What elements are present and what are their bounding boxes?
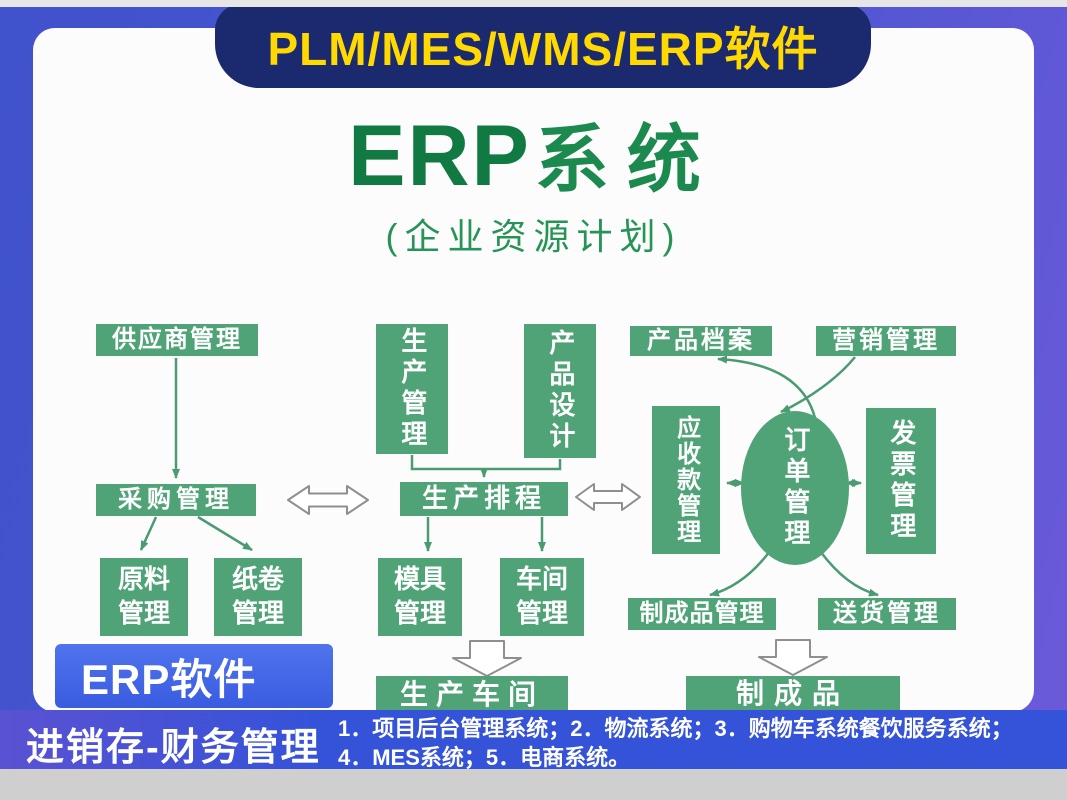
box-product-archive: 产品档案 — [630, 326, 772, 356]
services-list: 1．项目后台管理系统；2．物流系统；3．购物车系统餐饮服务系统； 4．MES系统… — [338, 715, 1053, 772]
box-production-workshop: 生产车间 — [376, 676, 568, 714]
box-receivables-management: 应收款管理 — [652, 406, 720, 554]
box-invoice-management: 发票管理 — [866, 408, 936, 554]
header-banner: PLM/MES/WMS/ERP软件 — [215, 4, 871, 88]
footer-bar — [0, 710, 1067, 769]
page-title: ERP系统 — [0, 100, 1067, 207]
box-delivery-management: 送货管理 — [818, 598, 956, 630]
title-erp: ERP — [348, 108, 531, 204]
box-production-scheduling: 生产排程 — [400, 482, 568, 516]
box-product-design: 产品设计 — [524, 324, 596, 458]
box-supplier-management: 供应商管理 — [96, 324, 258, 356]
box-finished-goods-management: 制成品管理 — [628, 598, 776, 630]
inventory-finance-label: 进销存-财务管理 — [26, 727, 321, 769]
box-finished-goods: 制成品 — [686, 676, 900, 712]
services-line-2: 4．MES系统；5．电商系统。 — [338, 744, 631, 770]
page-subtitle: (企业资源计划) — [385, 216, 682, 257]
erp-software-badge: ERP软件 — [55, 644, 333, 708]
box-workshop-management: 车间管理 — [500, 558, 584, 636]
services-line-1: 1．项目后台管理系统；2．物流系统；3．购物车系统餐饮服务系统； — [338, 716, 1013, 741]
header-banner-text: PLM/MES/WMS/ERP软件 — [267, 23, 819, 75]
bottom-edge-strip — [0, 769, 1067, 800]
box-raw-material-management: 原料管理 — [100, 558, 188, 636]
title-suffix: 系统 — [534, 118, 719, 201]
erp-software-label: ERP软件 — [81, 655, 257, 703]
box-mold-management: 模具管理 — [378, 558, 462, 636]
box-marketing-management: 营销管理 — [816, 326, 956, 356]
box-order-management: 订单管理 — [741, 411, 849, 565]
box-purchasing-management: 采购管理 — [96, 484, 256, 516]
box-production-management: 生产管理 — [376, 324, 448, 454]
box-paper-roll-management: 纸卷管理 — [214, 558, 302, 636]
top-edge-strip — [0, 0, 1067, 7]
